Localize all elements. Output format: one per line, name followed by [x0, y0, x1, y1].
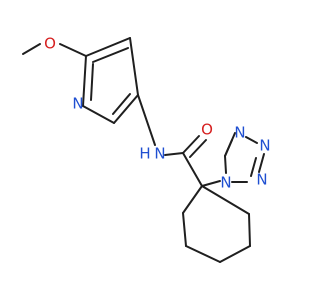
cyclohexane-bond-3	[185, 245, 221, 263]
cyclohexane-bond-4	[219, 245, 251, 263]
cyclohexane-bond-5	[248, 213, 251, 247]
cyclohexane-bond-2	[182, 212, 187, 247]
tetrazole-bond-c5-n1	[224, 155, 227, 174]
bond-nh-carbonyl	[164, 152, 184, 156]
bond-carbonyl-double-b	[189, 139, 207, 158]
structure-diagram: O N N H O N N N N	[22, 35, 271, 263]
bond-carbonyl-quaternary	[182, 152, 203, 187]
amide-nitrogen-label: N	[154, 145, 165, 163]
pyridine-bond-c6-c5	[85, 37, 131, 57]
bond-methyl-o	[22, 43, 41, 55]
bond-carbonyl-double-a	[182, 135, 200, 154]
tetrazole-bond-n3-n4	[245, 136, 258, 144]
pyridine-nitrogen-label: N	[72, 95, 83, 113]
tetrazole-bond-n2-n3	[258, 153, 265, 173]
bonds-layer	[22, 37, 265, 263]
bond-quaternary-tetrazole	[201, 180, 221, 187]
pyridine-inner-c2-c6	[90, 63, 94, 101]
cyclohexane-bond-6	[201, 185, 250, 215]
pyridine-bond-c2-c6	[82, 55, 87, 107]
tetrazole-n2-label: N	[256, 171, 267, 189]
tetrazole-n1-label: N	[220, 174, 231, 192]
tetrazole-inner-2	[224, 139, 233, 157]
methoxy-oxygen-label: O	[44, 35, 56, 53]
carbonyl-oxygen-label: O	[201, 121, 213, 139]
tetrazole-inner-1	[250, 157, 257, 177]
pyridine-inner-c6-c5	[92, 47, 129, 63]
pyridine-inner-c4-c3	[112, 93, 131, 115]
pyridine-bond-c3-c2	[82, 105, 115, 124]
molecule-canvas: O N N H O N N N N	[22, 34, 271, 263]
tetrazole-n4-label: N	[234, 124, 245, 142]
pyridine-bond-c4-c3	[113, 94, 139, 124]
cyclohexane-bond-1	[182, 185, 203, 214]
tetrazole-n3-label: N	[259, 137, 270, 155]
amide-hydrogen-label: H	[139, 145, 150, 163]
bond-o-c6	[59, 43, 87, 57]
pyridine-bond-c5-c4	[129, 37, 139, 96]
bond-pyridine-nh	[137, 94, 156, 146]
atom-labels: O N N H O N N N N	[44, 35, 271, 192]
